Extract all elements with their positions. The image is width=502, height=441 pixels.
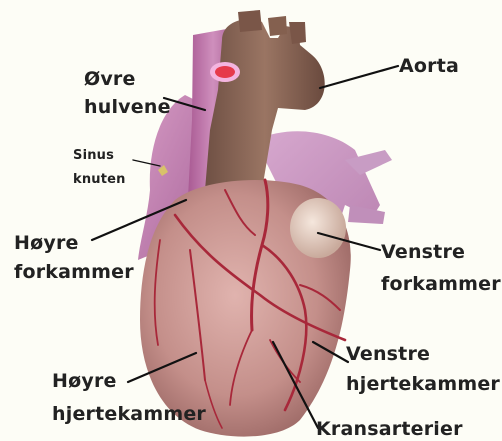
label-hoyre-hjertekammer-line1: Høyre xyxy=(52,365,206,398)
label-venstre-hjertekammer-line1: Venstre xyxy=(346,339,500,369)
label-venstre-hjertekammer: Venstre hjertekammer xyxy=(346,339,500,399)
label-ovre-hulvene: Øvre hulvene xyxy=(84,66,171,120)
label-ovre-hulvene-line2: hulvene xyxy=(84,94,171,120)
label-kransarterier: Kransarterier xyxy=(316,418,463,440)
label-sinusknuten: Sinus knuten xyxy=(73,144,126,192)
label-aorta: Aorta xyxy=(399,55,459,77)
label-ovre-hulvene-line1: Øvre xyxy=(84,66,171,92)
vena-cava-opening xyxy=(210,62,240,82)
label-hoyre-forkammer-line2: forkammer xyxy=(14,258,134,287)
label-sinusknuten-line1: Sinus xyxy=(73,144,126,168)
label-sinusknuten-line2: knuten xyxy=(73,168,126,192)
label-venstre-forkammer: Venstre forkammer xyxy=(381,236,501,300)
label-hoyre-hjertekammer: Høyre hjertekammer xyxy=(52,365,206,431)
label-hoyre-forkammer: Høyre forkammer xyxy=(14,229,134,287)
label-hoyre-hjertekammer-line2: hjertekammer xyxy=(52,398,206,431)
label-venstre-hjertekammer-line2: hjertekammer xyxy=(346,369,500,399)
label-venstre-forkammer-line2: forkammer xyxy=(381,268,501,300)
label-venstre-forkammer-line1: Venstre xyxy=(381,236,501,268)
label-hoyre-forkammer-line1: Høyre xyxy=(14,229,134,258)
left-atrium xyxy=(290,198,346,258)
